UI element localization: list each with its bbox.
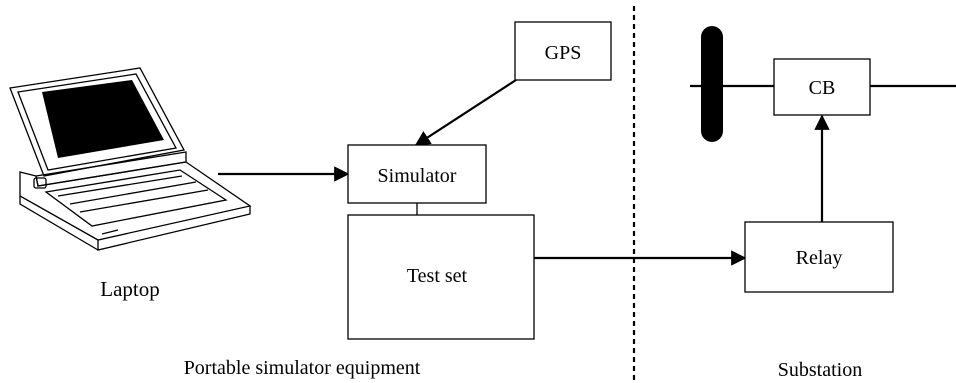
gps-box: GPS [514, 21, 612, 81]
portable-equipment-label: Portable simulator equipment [184, 357, 421, 379]
relay-box: Relay [744, 221, 894, 293]
gps-label: GPS [545, 42, 582, 64]
laptop-label: Laptop [100, 277, 159, 301]
test-set-label: Test set [407, 265, 468, 287]
busbar-icon [701, 26, 723, 142]
substation-label: Substation [778, 359, 862, 381]
cb-label: CB [809, 77, 836, 99]
gps-to-simulator-arrow [414, 79, 517, 146]
simulator-box: Simulator [347, 144, 487, 204]
laptop-icon [9, 67, 252, 251]
relay-label: Relay [796, 247, 843, 269]
test-set-box: Test set [347, 214, 535, 340]
cb-box: CB [773, 58, 871, 116]
simulator-label: Simulator [378, 165, 457, 187]
